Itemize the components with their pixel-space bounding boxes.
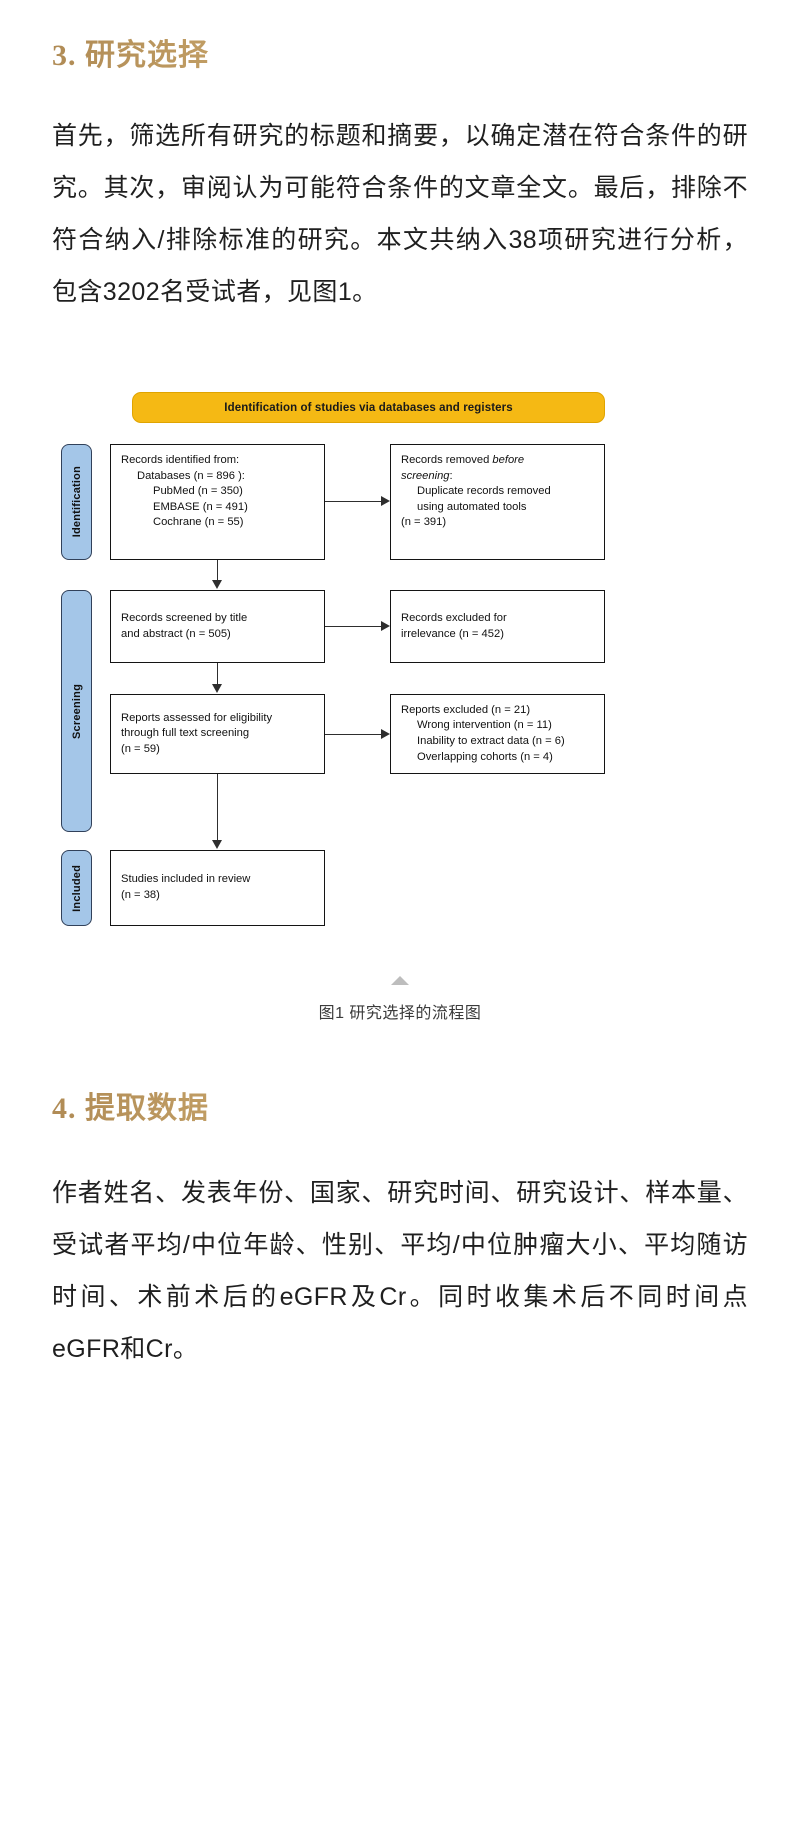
figure-caption: 图1 研究选择的流程图 [318, 1005, 482, 1022]
records-screened-l2: and abstract (n = 505) [121, 627, 231, 640]
box-reports-assessed: Reports assessed for eligibility through… [110, 694, 325, 774]
connector-eligibility-to-included [217, 774, 219, 841]
records-removed-l1: Records removed before [401, 454, 525, 466]
stage-label-screening: Screening [61, 590, 92, 832]
records-screened-group: Records screened by title and abstract (… [121, 611, 247, 642]
arrowhead-down-icon [212, 580, 222, 589]
records-identified-l2: Databases (n = 896 ): [137, 469, 245, 482]
box-studies-included: Studies included in review (n = 38) [110, 850, 325, 926]
studies-included-l1: Studies included in review [121, 873, 251, 886]
section-2-header: 4. 提取数据 [52, 1023, 748, 1127]
reports-excluded-l2: Wrong intervention (n = 11) [417, 719, 552, 732]
figure-collapse-marker-icon [391, 976, 409, 985]
records-excluded-l1: Records excluded for [401, 611, 507, 624]
stage-included-text: Included [70, 864, 83, 912]
records-removed-l3: Duplicate records removed [417, 485, 551, 498]
reports-excluded-l3: Inability to extract data (n = 6) [417, 735, 565, 747]
box-records-screened: Records screened by title and abstract (… [110, 590, 325, 663]
section-2-paragraph: 作者姓名、发表年份、国家、研究时间、研究设计、样本量、受试者平均/中位年龄、性别… [52, 1179, 748, 1363]
reports-excluded-l4: Overlapping cohorts (n = 4) [417, 750, 553, 763]
records-identified-l5: Cochrane (n = 55) [153, 516, 244, 529]
reports-excluded-group: Reports excluded (n = 21) Wrong interven… [401, 703, 565, 765]
connector-identified-to-removed [325, 501, 381, 503]
records-removed-l2: screening: [401, 469, 453, 482]
records-removed-l5: (n = 391) [401, 516, 447, 529]
arrowhead-right-icon [381, 621, 390, 631]
box-reports-excluded: Reports excluded (n = 21) Wrong interven… [390, 694, 605, 774]
reports-assessed-l2: through full text screening [121, 727, 250, 740]
studies-included-l2: (n = 38) [121, 889, 160, 901]
stage-identification-text: Identification [70, 466, 83, 538]
connector-screened-to-eligibility [217, 663, 219, 685]
records-removed-l4: using automated tools [417, 500, 527, 513]
records-identified-l3: PubMed (n = 350) [153, 485, 243, 498]
flowchart: Identification of studies via databases … [52, 374, 752, 954]
arrowhead-right-icon [381, 496, 390, 506]
stage-label-included: Included [61, 850, 92, 926]
arrowhead-right-icon [381, 729, 390, 739]
stage-screening-text: Screening [70, 683, 83, 739]
arrowhead-down-icon [212, 684, 222, 693]
connector-eligibility-to-excluded [325, 734, 381, 736]
box-records-identified: Records identified from: Databases (n = … [110, 444, 325, 560]
records-screened-l1: Records screened by title [121, 611, 248, 624]
reports-assessed-l1: Reports assessed for eligibility [121, 711, 273, 724]
records-excluded-group: Records excluded for irrelevance (n = 45… [401, 611, 507, 642]
box-records-excluded-irrelevance: Records excluded for irrelevance (n = 45… [390, 590, 605, 663]
reports-assessed-l3: (n = 59) [121, 742, 160, 755]
page-title: 3. 研究选择 [52, 30, 748, 74]
section-2-title: 4. 提取数据 [52, 1083, 748, 1127]
flowchart-banner: Identification of studies via databases … [132, 392, 605, 423]
records-excluded-l2: irrelevance (n = 452) [401, 627, 504, 640]
studies-included-group: Studies included in review (n = 38) [121, 872, 250, 903]
section-1-paragraph: 首先，筛选所有研究的标题和摘要，以确定潜在符合条件的研究。其次，审阅认为可能符合… [52, 122, 748, 306]
records-identified-l1: Records identified from: [121, 454, 240, 466]
stage-label-identification: Identification [61, 444, 92, 560]
section-1-header: 3. 研究选择 [52, 0, 748, 74]
arrowhead-down-icon [212, 840, 222, 849]
records-identified-l4: EMBASE (n = 491) [153, 500, 248, 513]
connector-screened-to-excluded [325, 626, 381, 628]
reports-excluded-l1: Reports excluded (n = 21) [401, 703, 531, 716]
article-body: 3. 研究选择 首先，筛选所有研究的标题和摘要，以确定潜在符合条件的研究。其次，… [52, 0, 748, 1363]
connector-identified-to-screened [217, 560, 219, 581]
box-records-removed: Records removed before screening: Duplic… [390, 444, 605, 560]
reports-assessed-group: Reports assessed for eligibility through… [121, 711, 272, 758]
figure-prisma-flow: Identification of studies via databases … [52, 374, 748, 1023]
